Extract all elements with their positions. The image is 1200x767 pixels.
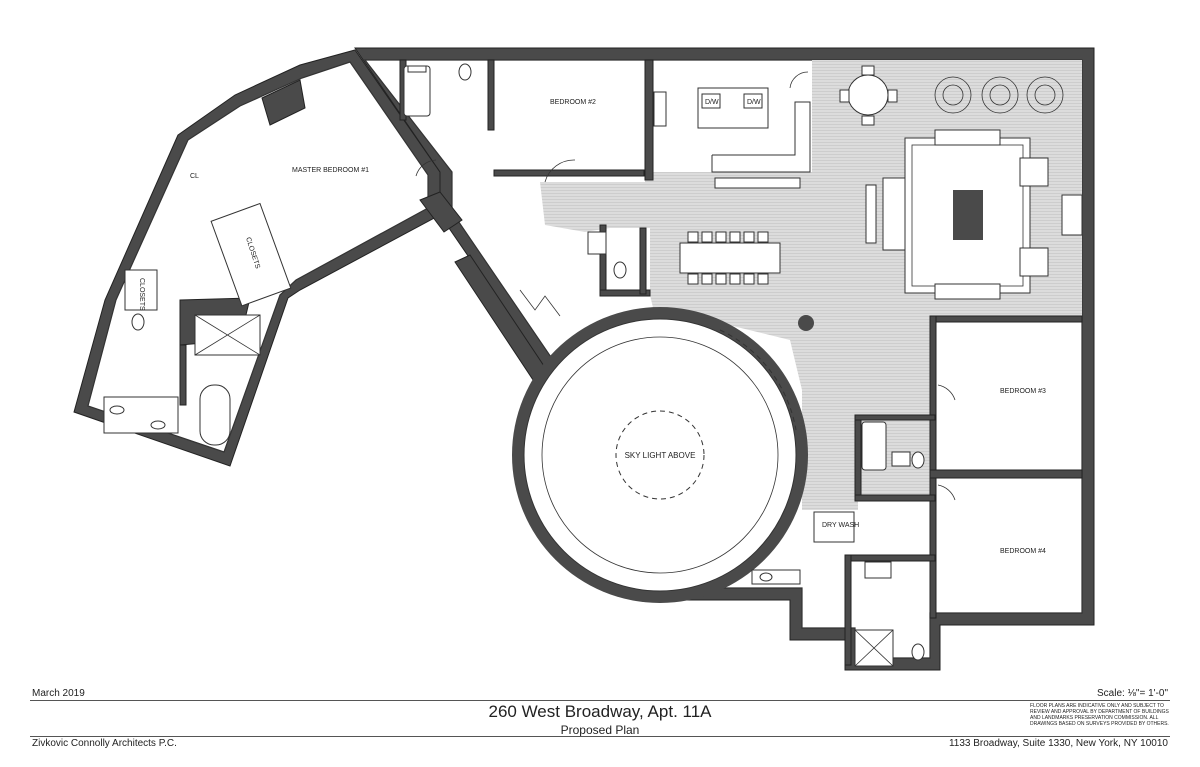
laundry: DRY WASH bbox=[813, 511, 859, 543]
skylight-label: SKY LIGHT ABOVE bbox=[625, 451, 696, 460]
title-block: March 2019 Scale: ⅛"= 1'-0" 260 West Bro… bbox=[30, 688, 1170, 758]
bedroom-2-label: BEDROOM #2 bbox=[550, 99, 596, 106]
structural-column bbox=[798, 315, 814, 331]
master-bedroom-label: MASTER BEDROOM #1 bbox=[292, 167, 369, 174]
title-block-rule-top bbox=[30, 700, 1170, 701]
closet-cl-label: CL bbox=[190, 173, 199, 180]
plan-date: March 2019 bbox=[32, 688, 85, 699]
closets-label-small: CLOSETS bbox=[138, 278, 145, 311]
skylight-rotunda: SKY LIGHT ABOVE bbox=[512, 307, 808, 603]
master-bath: CLOSETS CLOSETS CL bbox=[103, 173, 292, 446]
dining-table bbox=[679, 231, 781, 285]
project-title: 260 West Broadway, Apt. 11A bbox=[488, 702, 712, 721]
plan-scale: Scale: ⅛"= 1'-0" bbox=[1097, 688, 1168, 699]
floor-plan: SKY LIGHT ABOVE bbox=[73, 47, 1095, 671]
plan-subtitle: Proposed Plan bbox=[560, 723, 640, 737]
disclaimer-note: Floor plans are indicative only and subj… bbox=[1030, 703, 1169, 727]
planters bbox=[934, 76, 1064, 114]
architect-firm: Zivkovic Connolly Architects P.C. bbox=[32, 738, 177, 749]
dry-wash-label: DRY WASH bbox=[822, 522, 859, 529]
living-room-furniture bbox=[865, 129, 1083, 300]
bathrooms bbox=[403, 63, 925, 667]
interior-partitions bbox=[179, 59, 1083, 666]
title-block-rule-bottom bbox=[30, 736, 1170, 737]
bedroom-3-label: BEDROOM #3 bbox=[1000, 388, 1046, 395]
dishwasher-label-2: D/W bbox=[747, 99, 761, 106]
dishwasher-label-1: D/W bbox=[705, 99, 719, 106]
kitchen: D/W D/W bbox=[653, 87, 811, 189]
breakfast-table bbox=[839, 65, 898, 126]
bedroom-4-label: BEDROOM #4 bbox=[1000, 548, 1046, 555]
door-swings bbox=[415, 71, 956, 501]
firm-address: 1133 Broadway, Suite 1330, New York, NY … bbox=[948, 738, 1168, 749]
